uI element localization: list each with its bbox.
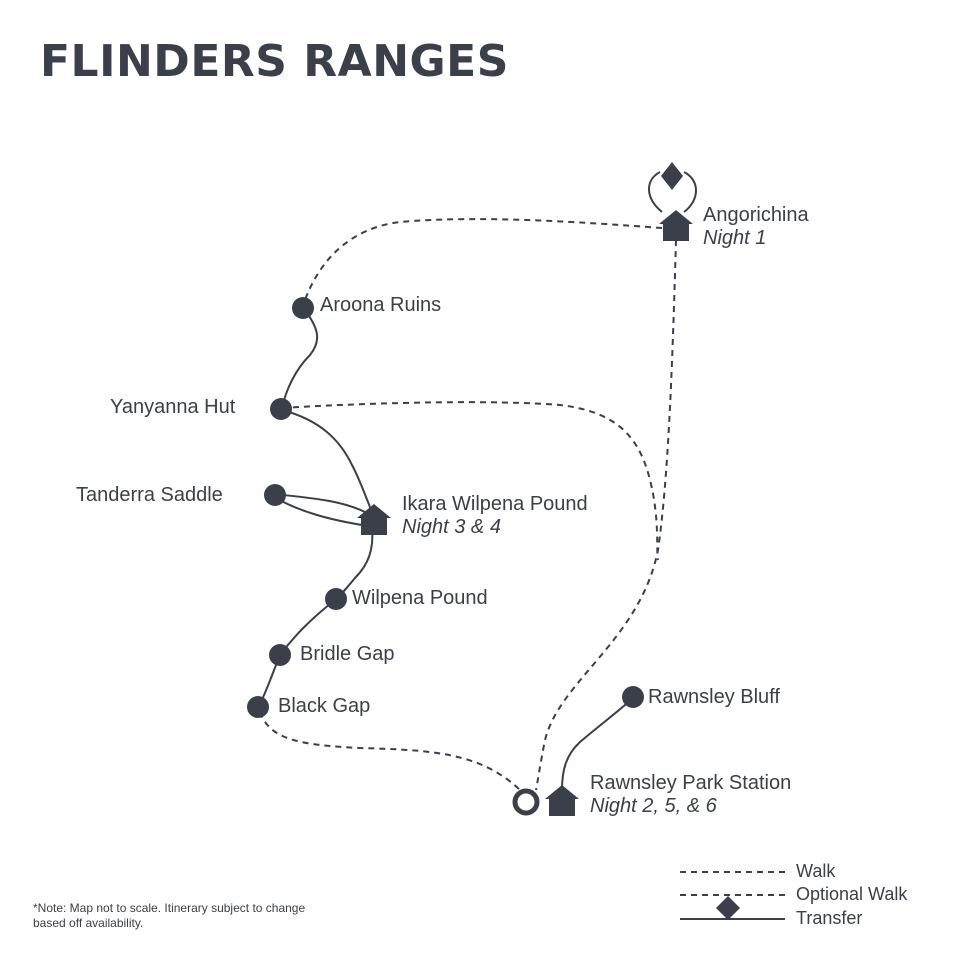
map-title: FLINDERS RANGES [40,36,509,87]
rawnsley-park-house-icon [545,785,579,816]
diamond-icon [661,162,683,190]
ikara-house-icon [357,504,391,535]
legend-transfer-label: Transfer [796,908,863,928]
aroona-ruins-dot-icon [292,297,314,319]
place-name: Ikara Wilpena Pound [402,493,588,515]
start-ring-icon [512,788,540,816]
legend-diamond-icon [716,896,740,920]
walk-route-blackgap-rawnsley [259,711,521,791]
transfer-route-tanderra-loop-lower [273,496,369,527]
footnote: *Note: Map not to scale. Itinerary subje… [33,901,306,930]
wilpena-pound-dot-icon [325,588,347,610]
bridle-gap-dot-icon [269,644,291,666]
black-gap-dot-icon [247,696,269,718]
walk-route-angorichina-rawnsley [535,239,677,791]
walk-route-yanyanna-rawnsley [281,401,659,561]
night-label: Night 1 [703,227,767,249]
label-rawnsley-park: Rawnsley Park Station Night 2, 5, & 6 [590,772,791,818]
legend-walk-label: Walk [796,861,836,881]
walk-route-angorichina-aroona [304,218,663,301]
label-yanyanna-hut: Yanyanna Hut [110,396,236,418]
label-ikara-wilpena: Ikara Wilpena Pound Night 3 & 4 [402,493,588,539]
yanyanna-hut-dot-icon [270,398,292,420]
label-black-gap: Black Gap [278,695,371,717]
label-angorichina: Angorichina Night 1 [703,204,809,250]
tanderra-saddle-dot-icon [264,484,286,506]
night-label: Night 3 & 4 [402,516,501,538]
transfer-route-aroona-yanyanna [281,309,319,409]
transfer-route-rawnsley-bluff [561,697,634,791]
place-name: Rawnsley Park Station [590,772,792,794]
rawnsley-bluff-dot-icon [622,686,644,708]
label-aroona-ruins: Aroona Ruins [320,294,442,316]
label-wilpena-pound: Wilpena Pound [352,587,488,609]
optional-walk-loop-angorichina [648,171,697,213]
night-label: Night 2, 5, & 6 [590,795,717,817]
place-name: Angorichina [703,204,809,226]
transfer-route-yanyanna-ikara [281,409,373,513]
label-tanderra-saddle: Tanderra Saddle [76,484,223,506]
angorichina-house-icon [659,210,693,241]
label-rawnsley-bluff: Rawnsley Bluff [648,686,780,708]
label-bridle-gap: Bridle Gap [300,643,395,665]
legend-optional-walk-label: Optional Walk [796,884,908,904]
